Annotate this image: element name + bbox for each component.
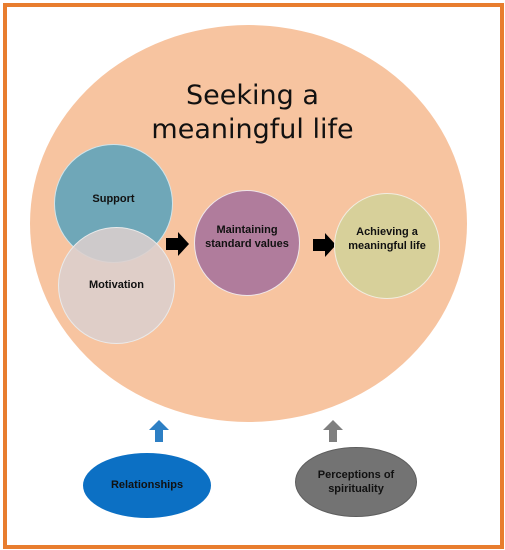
motivation-circle: Motivation xyxy=(58,227,175,344)
title-line-1: Seeking a xyxy=(186,80,319,111)
achieving-label: Achieving a meaningful life xyxy=(348,226,426,252)
right-arrow-icon xyxy=(313,233,336,257)
motivation-label: Motivation xyxy=(89,278,144,291)
perceptions-label: Perceptions of spirituality xyxy=(317,468,395,495)
achieving-meaningful-life-circle: Achieving a meaningful life xyxy=(334,193,440,299)
up-arrow-icon xyxy=(149,420,169,442)
right-arrow-icon xyxy=(166,232,189,256)
relationships-oval: Relationships xyxy=(83,453,211,518)
up-arrow-icon xyxy=(323,420,343,442)
support-label: Support xyxy=(92,192,135,205)
perceptions-of-spirituality-oval: Perceptions of spirituality xyxy=(295,447,417,517)
relationships-label: Relationships xyxy=(110,479,184,492)
maintaining-standard-values-circle: Maintaining standard values xyxy=(194,190,300,296)
maintaining-label: Maintaining standard values xyxy=(205,224,289,250)
diagram-frame xyxy=(3,3,504,549)
title-line-2: meaningful life xyxy=(151,114,354,145)
